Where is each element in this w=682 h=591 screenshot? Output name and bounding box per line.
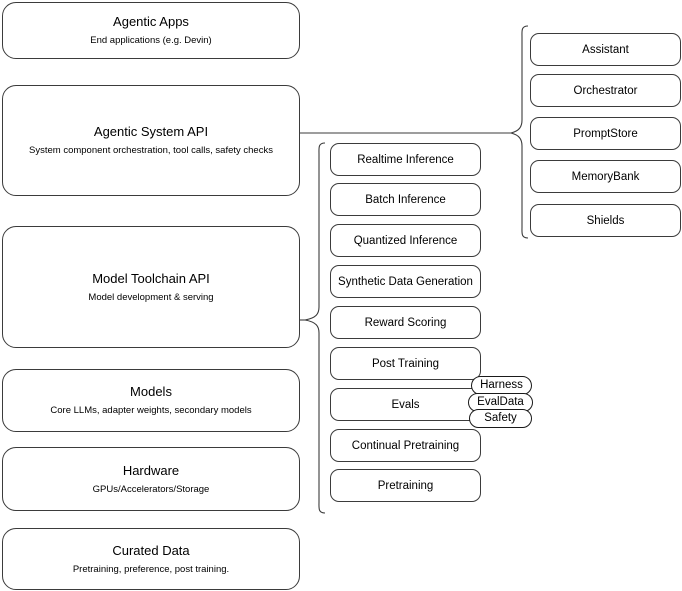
layer-agentic-system-api[interactable]: Agentic System API System component orch… bbox=[2, 85, 300, 196]
component-label: Batch Inference bbox=[365, 193, 446, 206]
component-batch-inference[interactable]: Batch Inference bbox=[330, 183, 481, 216]
layer-model-toolchain-api[interactable]: Model Toolchain API Model development & … bbox=[2, 226, 300, 348]
layer-title: Curated Data bbox=[112, 542, 190, 558]
component-label: Pretraining bbox=[377, 479, 434, 492]
badge-safety[interactable]: Safety bbox=[469, 409, 532, 428]
component-post-training[interactable]: Post Training bbox=[330, 347, 481, 380]
badge-label: Harness bbox=[480, 379, 523, 391]
layer-title: Model Toolchain API bbox=[92, 270, 210, 286]
layer-title: Agentic System API bbox=[93, 124, 209, 139]
component-realtime-inference[interactable]: Realtime Inference bbox=[330, 143, 481, 176]
layer-subtitle: Pretraining, preference, post training. bbox=[72, 563, 230, 575]
component-promptstore[interactable]: PromptStore bbox=[530, 117, 681, 150]
component-label: Evals bbox=[391, 398, 420, 411]
component-label: Post Training bbox=[371, 357, 440, 370]
component-memorybank[interactable]: MemoryBank bbox=[530, 160, 681, 193]
component-label: Realtime Inference bbox=[357, 153, 454, 166]
brace-toolchain-components bbox=[304, 142, 326, 514]
layer-models[interactable]: Models Core LLMs, adapter weights, secon… bbox=[2, 369, 300, 432]
layer-title: Hardware bbox=[122, 462, 180, 478]
component-label: Synthetic Data Generation bbox=[338, 275, 473, 288]
component-pretraining[interactable]: Pretraining bbox=[330, 469, 481, 502]
component-label: Shields bbox=[586, 214, 625, 227]
component-assistant[interactable]: Assistant bbox=[530, 33, 681, 66]
component-label: PromptStore bbox=[573, 127, 638, 140]
layer-title: Agentic Apps bbox=[113, 14, 189, 29]
component-reward-scoring[interactable]: Reward Scoring bbox=[330, 306, 481, 339]
badge-label: Safety bbox=[484, 412, 517, 424]
component-label: Reward Scoring bbox=[364, 316, 447, 329]
layer-agentic-apps[interactable]: Agentic Apps End applications (e.g. Devi… bbox=[2, 2, 300, 59]
brace-system-components bbox=[510, 25, 529, 239]
component-shields[interactable]: Shields bbox=[530, 204, 681, 237]
layer-curated-data[interactable]: Curated Data Pretraining, preference, po… bbox=[2, 528, 300, 590]
component-orchestrator[interactable]: Orchestrator bbox=[530, 74, 681, 107]
component-label: MemoryBank bbox=[571, 170, 640, 183]
component-label: Assistant bbox=[582, 43, 629, 56]
layer-subtitle: Model development & serving bbox=[88, 291, 214, 303]
layer-hardware[interactable]: Hardware GPUs/Accelerators/Storage bbox=[2, 447, 300, 511]
layer-title: Models bbox=[130, 384, 172, 399]
badge-label: EvalData bbox=[477, 396, 524, 408]
layer-subtitle: System component orchestration, tool cal… bbox=[29, 145, 273, 156]
layer-subtitle: Core LLMs, adapter weights, secondary mo… bbox=[50, 405, 252, 416]
component-continual-pretraining[interactable]: Continual Pretraining bbox=[330, 429, 481, 462]
component-synthetic-data-generation[interactable]: Synthetic Data Generation bbox=[330, 265, 481, 298]
component-quantized-inference[interactable]: Quantized Inference bbox=[330, 224, 481, 257]
layer-subtitle: GPUs/Accelerators/Storage bbox=[92, 483, 210, 495]
component-label: Continual Pretraining bbox=[351, 439, 460, 452]
component-label: Quantized Inference bbox=[353, 234, 458, 247]
component-label: Orchestrator bbox=[573, 84, 638, 97]
layer-subtitle: End applications (e.g. Devin) bbox=[90, 35, 212, 46]
component-evals[interactable]: Evals bbox=[330, 388, 481, 421]
